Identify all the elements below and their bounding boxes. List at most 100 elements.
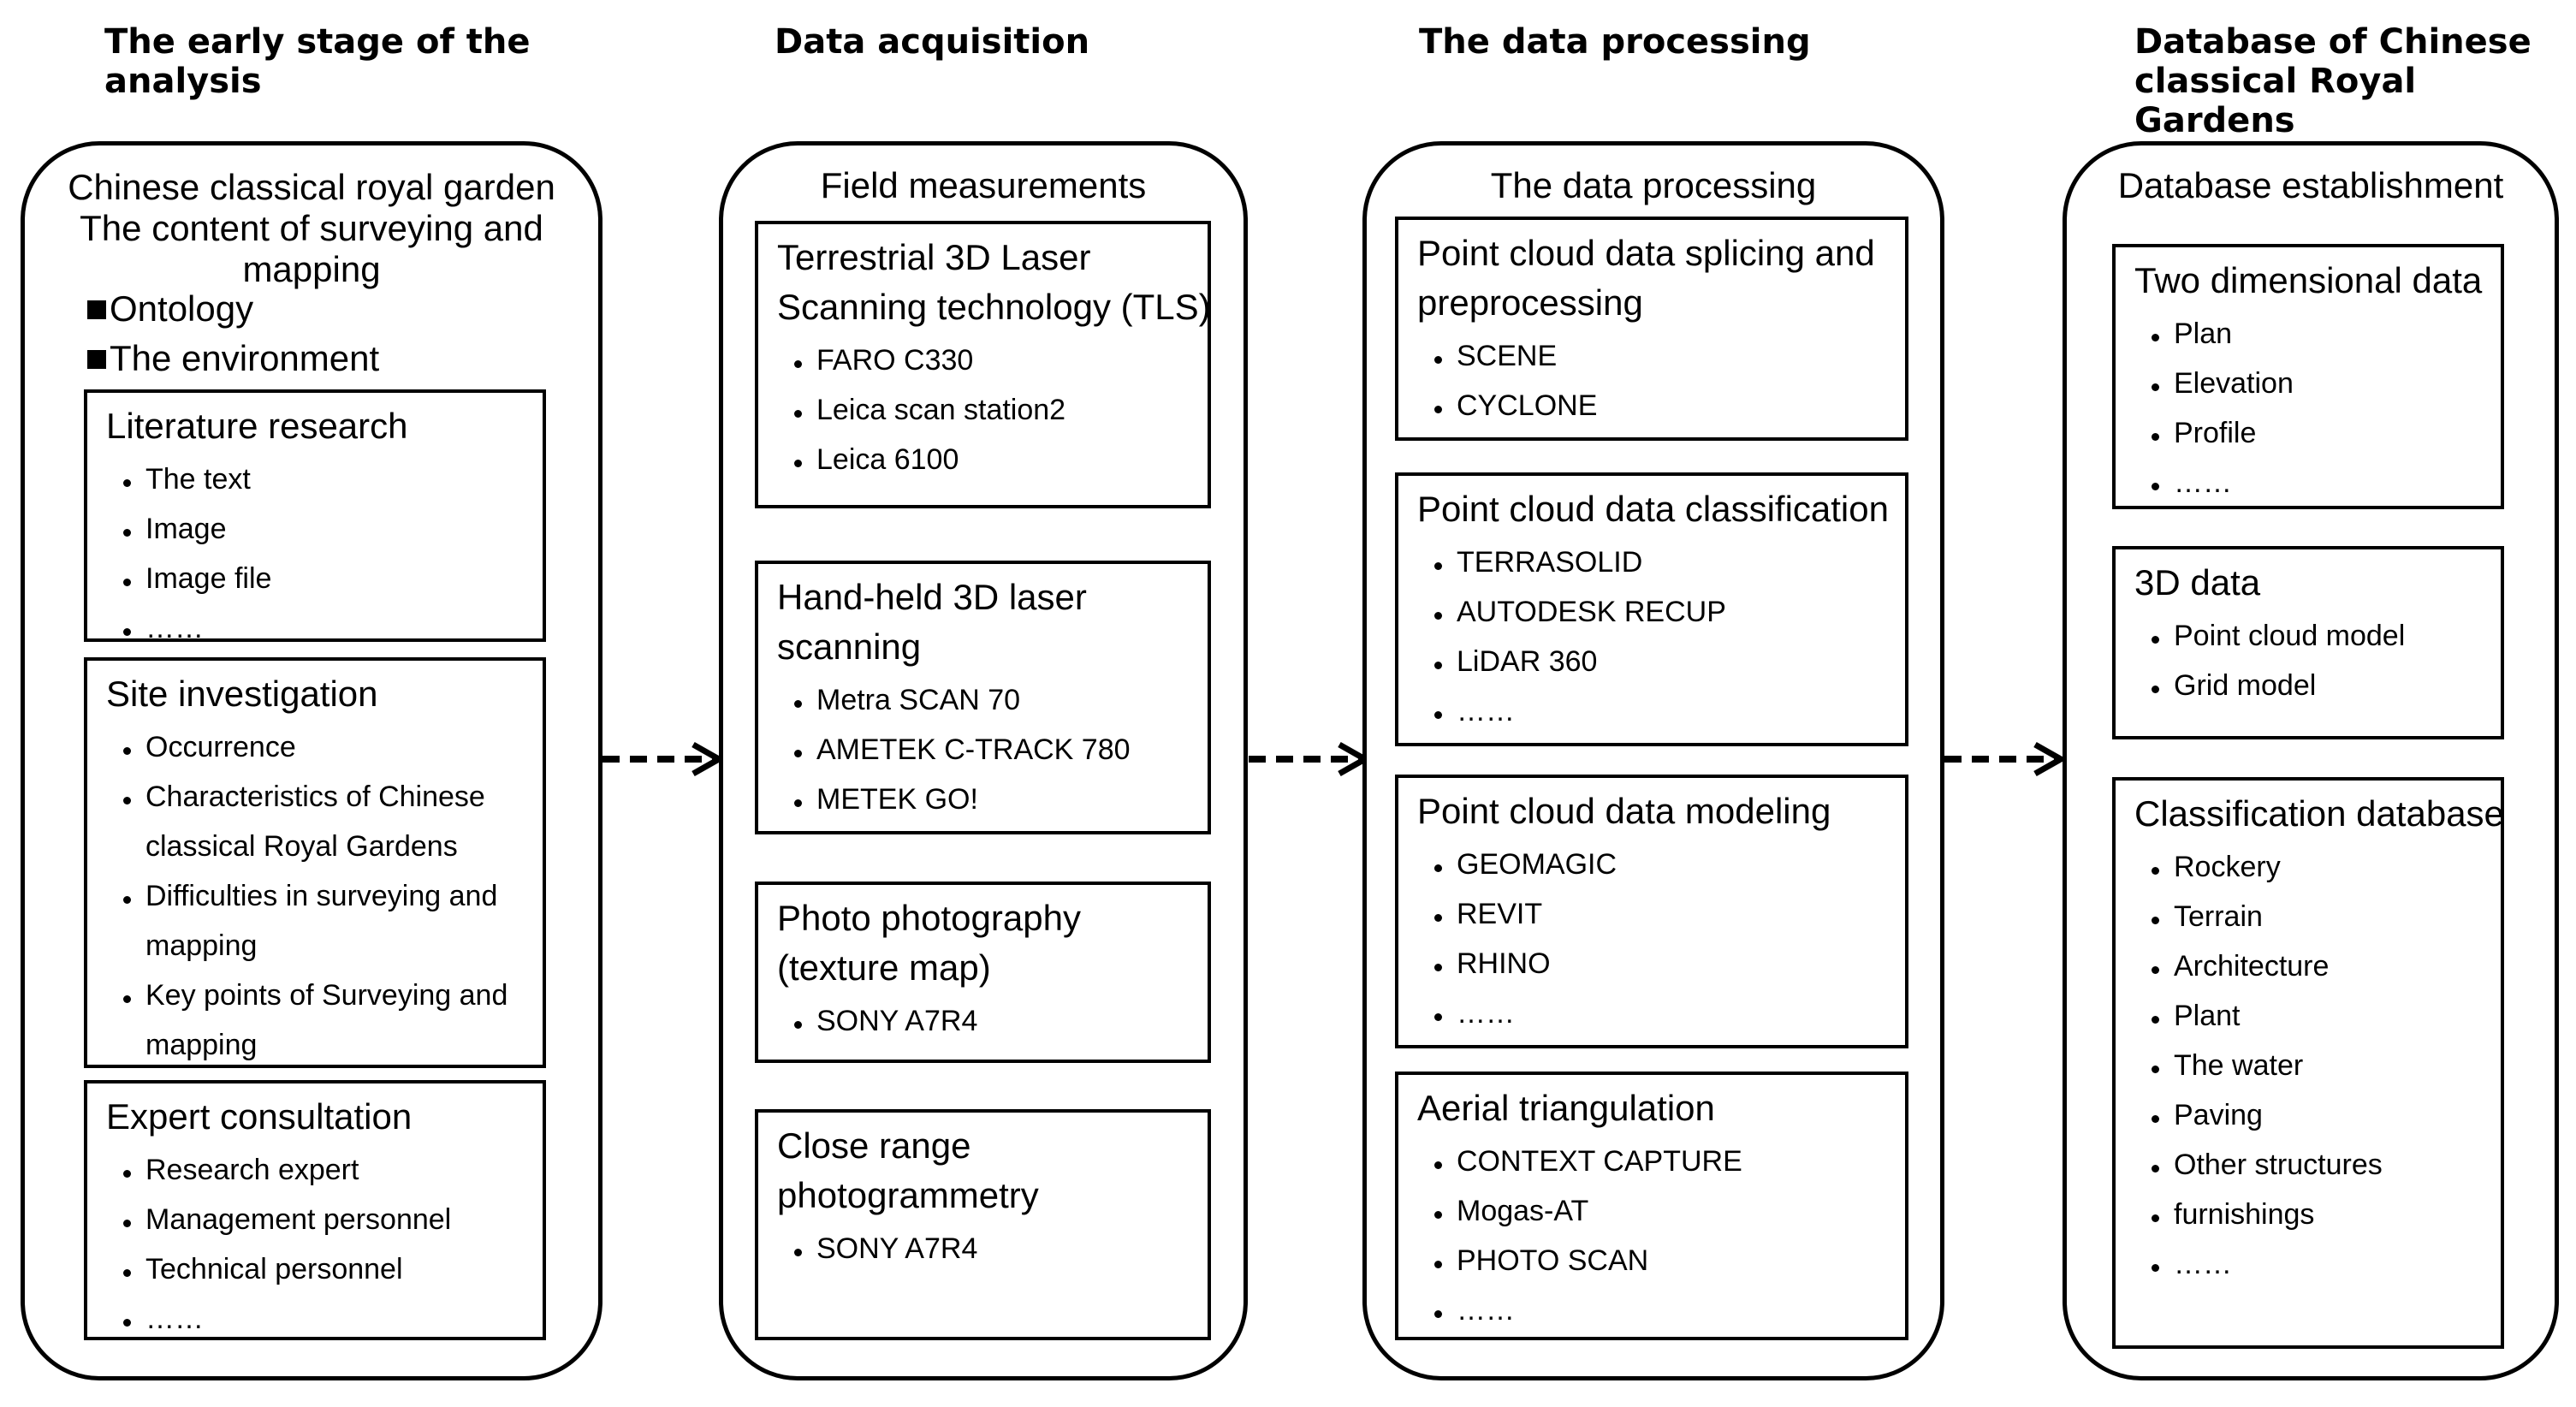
list-item-text: TERRASOLID <box>1457 546 1643 579</box>
square-bullet-icon <box>87 350 106 369</box>
bullet-icon <box>123 1220 131 1227</box>
list-item-text: …… <box>1457 1294 1515 1327</box>
bullet-icon <box>1434 1013 1442 1021</box>
box-title-line2: Scanning technology (TLS) <box>777 287 1211 327</box>
list-item: Technical personnel <box>87 1244 543 1294</box>
item-list: SONY A7R4 <box>758 996 1208 1046</box>
box-classification-database: Classification database Rockery Terrain … <box>2112 777 2504 1349</box>
bullet-icon <box>123 747 131 755</box>
list-item-text: Image file <box>145 562 272 595</box>
list-item-text: Architecture <box>2174 950 2330 983</box>
marker-ontology-label: Ontology <box>110 288 254 329</box>
bullet-icon <box>1434 914 1442 922</box>
list-item: LiDAR 360 <box>1398 637 1905 686</box>
list-item: …… <box>2116 458 2501 508</box>
list-item: SCENE <box>1398 331 1905 381</box>
list-item: SONY A7R4 <box>758 1224 1208 1273</box>
bullet-icon <box>123 628 131 636</box>
list-item-text: Leica 6100 <box>816 443 959 476</box>
bullet-icon <box>1434 356 1442 364</box>
list-item: Paving <box>2116 1090 2501 1140</box>
list-item: PHOTO SCAN <box>1398 1236 1905 1285</box>
bullet-icon <box>2152 1115 2159 1123</box>
item-list: Research expert Management personnel Tec… <box>87 1145 543 1344</box>
bullet-icon <box>1434 711 1442 719</box>
list-item-text: AMETEK C-TRACK 780 <box>816 733 1131 766</box>
bullet-icon <box>123 797 131 804</box>
bullet-icon <box>2152 483 2159 490</box>
bullet-icon <box>2152 636 2159 644</box>
list-item: CONTEXT CAPTURE <box>1398 1137 1905 1186</box>
box-title: Point cloud data splicing and preprocess… <box>1417 229 1905 328</box>
bullet-icon <box>2152 686 2159 693</box>
list-item: Plan <box>2116 309 2501 359</box>
list-item-text: METEK GO! <box>816 783 978 816</box>
list-item: GEOMAGIC <box>1398 840 1905 889</box>
box-title-line1: Terrestrial 3D Laser <box>777 237 1091 277</box>
box-handheld-scanning: Hand-held 3D laser scanning Metra SCAN 7… <box>755 561 1211 834</box>
list-item-text: AUTODESK RECUP <box>1457 596 1726 628</box>
box-literature-research: Literature research The text Image Image… <box>84 389 546 644</box>
column-data-acquisition-title: Field measurements <box>820 165 1147 205</box>
bullet-icon <box>123 1170 131 1178</box>
bullet-icon <box>123 529 131 537</box>
bullet-icon <box>1434 406 1442 413</box>
bullet-icon <box>2152 334 2159 341</box>
box-title: Expert consultation <box>106 1096 413 1137</box>
box-title-line1: Photo photography <box>777 898 1081 938</box>
item-list: GEOMAGIC REVIT RHINO …… <box>1398 840 1905 1038</box>
list-item: Elevation <box>2116 359 2501 408</box>
bullet-icon <box>1434 1261 1442 1268</box>
list-item: CYCLONE <box>1398 381 1905 430</box>
bullet-icon <box>1434 1211 1442 1219</box>
list-item: Occurrence <box>87 722 543 772</box>
bullet-icon <box>123 995 131 1003</box>
list-item: REVIT <box>1398 889 1905 939</box>
marker-ontology: Ontology <box>87 288 253 329</box>
bullet-icon <box>123 579 131 586</box>
bullet-icon <box>1434 562 1442 570</box>
list-item-text: Mogas-AT <box>1457 1195 1589 1227</box>
box-expert-consultation: Expert consultation Research expert Mana… <box>84 1080 546 1340</box>
list-item-text: Leica scan station2 <box>816 394 1066 426</box>
list-item-text: PHOTO SCAN <box>1457 1244 1649 1277</box>
marker-environment: The environment <box>87 338 379 379</box>
list-item-text: …… <box>1457 997 1515 1030</box>
bullet-icon <box>123 896 131 904</box>
box-title: Two dimensional data <box>2134 260 2483 300</box>
item-list: FARO C330 Leica scan station2 Leica 6100 <box>758 335 1208 484</box>
list-item-text: Occurrence <box>145 731 296 763</box>
title-line-1: Chinese classical royal garden <box>68 167 555 207</box>
list-item: Leica scan station2 <box>758 385 1208 435</box>
heading-database-line2: classical Royal Gardens <box>2134 62 2417 140</box>
box-title: Point cloud data modeling <box>1417 791 1831 831</box>
bullet-icon <box>1434 612 1442 620</box>
item-list: SCENE CYCLONE <box>1398 331 1905 430</box>
box-3d-data: 3D data Point cloud model Grid model <box>2112 546 2504 739</box>
list-item-text: LiDAR 360 <box>1457 645 1598 678</box>
box-title-line1: Close range <box>777 1125 971 1166</box>
bullet-icon <box>794 460 802 467</box>
list-item: furnishings <box>2116 1190 2501 1239</box>
item-list: Metra SCAN 70 AMETEK C-TRACK 780 METEK G… <box>758 675 1208 824</box>
list-item-text: …… <box>1457 695 1515 727</box>
heading-early-stage: The early stage of the analysis <box>104 22 531 101</box>
bullet-icon <box>2152 1264 2159 1272</box>
list-item: AUTODESK RECUP <box>1398 587 1905 637</box>
box-title-line2: preprocessing <box>1417 282 1643 323</box>
list-item-text: Research expert <box>145 1154 359 1186</box>
bullet-icon <box>1434 662 1442 669</box>
item-list: Plan Elevation Profile …… <box>2116 309 2501 508</box>
box-modeling: Point cloud data modeling GEOMAGIC REVIT… <box>1395 775 1908 1048</box>
bullet-icon <box>123 1319 131 1327</box>
box-title: Classification database <box>2134 793 2504 834</box>
list-item-text-cont: classical Royal Gardens <box>145 830 458 863</box>
heading-data-acquisition: Data acquisition <box>775 22 1090 62</box>
list-item-text: CONTEXT CAPTURE <box>1457 1145 1742 1178</box>
list-item-text: …… <box>145 612 204 644</box>
list-item-text: Key points of Surveying and <box>145 979 508 1012</box>
heading-database: Database of Chinese classical Royal Gard… <box>2134 22 2576 140</box>
box-title-line2: photogrammetry <box>777 1175 1039 1215</box>
list-item: Mogas-AT <box>1398 1186 1905 1236</box>
